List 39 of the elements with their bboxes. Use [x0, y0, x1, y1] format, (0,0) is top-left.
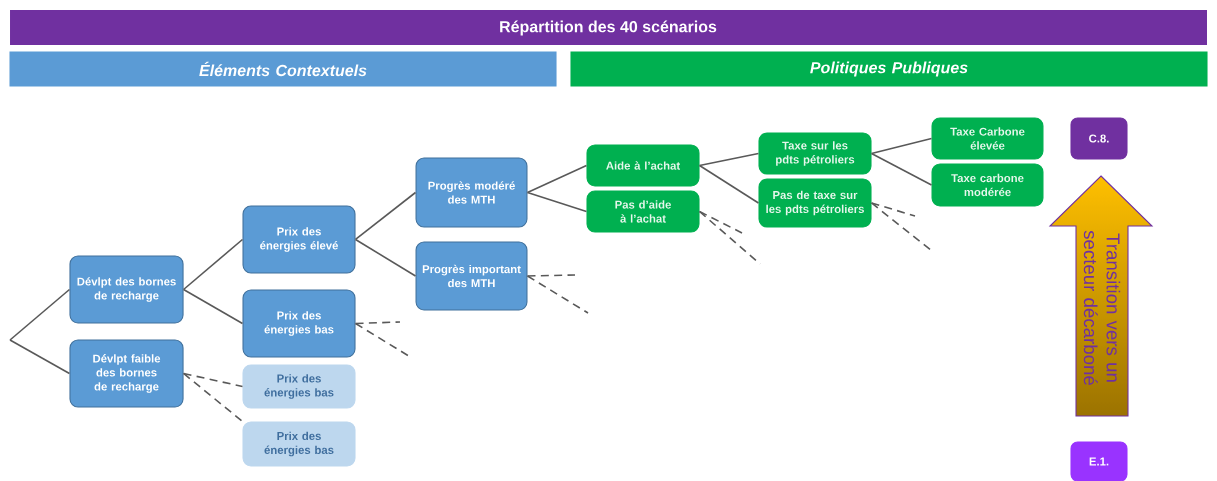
connector-line: [870, 137, 933, 155]
connector-line: [182, 238, 244, 291]
policy-box: Taxe sur les pdts pétroliers: [758, 132, 872, 175]
policy-box: Taxe carbone modérée: [931, 163, 1044, 207]
connector-line: [698, 152, 760, 167]
process-box: Progrès important des MTH: [415, 241, 528, 311]
dashed-line: [526, 275, 589, 314]
connector-line: [526, 191, 588, 213]
dashed-line: [182, 372, 244, 423]
connector-line: [698, 164, 760, 204]
section-band: Politiques Publiques: [570, 51, 1208, 87]
dashed-line: [870, 202, 933, 252]
policy-box: Aide à l’achat: [586, 144, 700, 187]
connector-line: [9, 288, 71, 341]
dashed-line: [870, 202, 916, 217]
connector-line: [182, 288, 244, 325]
scenario-box: C.8.: [1070, 117, 1128, 160]
policy-box: Taxe Carbone élevée: [931, 117, 1044, 160]
dashed-line: [354, 321, 401, 325]
process-box: Prix des énergies élevé: [242, 205, 356, 274]
connector-line: [526, 164, 588, 194]
scenario-box: E.1.: [1070, 441, 1128, 481]
policy-box: Pas d’aide à l’achat: [586, 190, 700, 233]
connector-line: [870, 152, 933, 186]
connector-line: [354, 191, 417, 241]
dashed-line: [526, 274, 576, 277]
process-box: Prix des énergies bas: [242, 421, 356, 467]
policy-box: Pas de taxe sur les pdts pétroliers: [758, 178, 872, 228]
process-box: Prix des énergies bas: [242, 289, 356, 358]
connector-line: [354, 238, 417, 277]
process-box: Dévlpt des bornes de recharge: [69, 255, 184, 324]
dashed-line: [698, 210, 761, 265]
dashed-line: [182, 372, 244, 388]
connector-line: [9, 339, 71, 375]
process-box: Dévlpt faible des bornes de recharge: [69, 339, 184, 408]
process-box: Progrès modéré des MTH: [415, 157, 528, 228]
section-band: Éléments Contextuels: [9, 51, 557, 87]
title-band: Répartition des 40 scénarios: [10, 10, 1207, 45]
process-box: Prix des énergies bas: [242, 364, 356, 409]
